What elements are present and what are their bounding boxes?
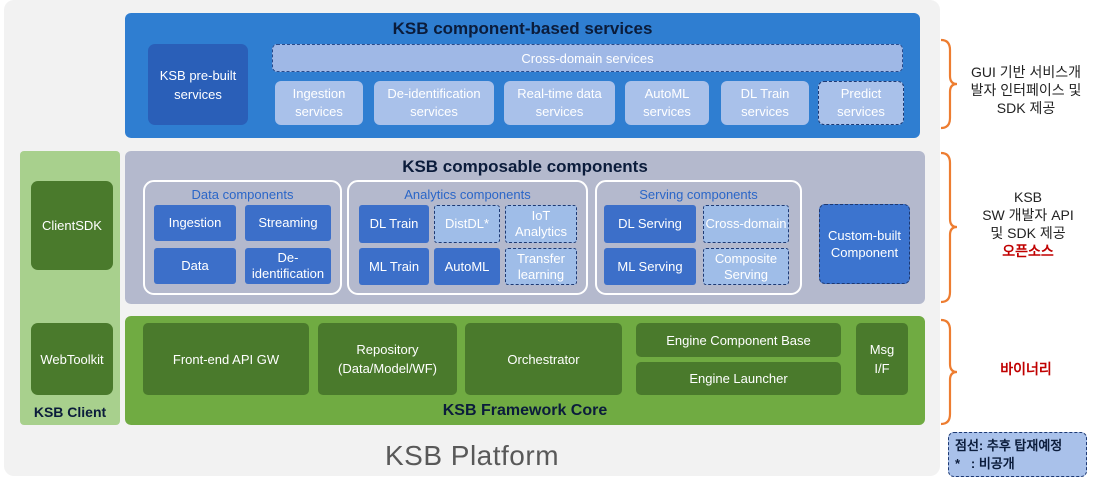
gui-sdk-note: GUI 기반 서비스개발자 인터페이스 및 SDK 제공: [970, 64, 1082, 116]
ml-serving-component: ML Serving: [604, 248, 696, 285]
composite-serving-component: Composite Serving: [703, 248, 789, 285]
framework-core-title: KSB Framework Core: [442, 402, 608, 419]
sw-note-line2: SW 개발자 API: [982, 207, 1074, 223]
components-brace-icon: [940, 151, 958, 304]
dl-train-component: DL Train: [359, 205, 429, 243]
serving-components-label: Serving components: [639, 186, 758, 202]
de-identification-component: De-identification: [245, 248, 331, 284]
streaming-component: Streaming: [245, 205, 331, 241]
repository-box: Repository (Data/Model/WF): [318, 323, 457, 395]
msg-if-box: Msg I/F: [856, 323, 908, 395]
data-components-group: [143, 180, 342, 295]
composable-title: KSB composable components: [402, 157, 648, 176]
sw-note-line1: KSB: [1013, 189, 1042, 205]
opensource-label: 오픈소스: [1002, 243, 1054, 259]
data-components-label: Data components: [191, 186, 294, 202]
binary-label: 바이너리: [1000, 361, 1052, 377]
legend-dashed-line: 점선: 추후 탑재예정: [955, 438, 1063, 453]
front-end-api-gw-box: Front-end API GW: [143, 323, 309, 395]
real-time-data-services-box: Real-time data services: [504, 81, 615, 125]
platform-title: KSB Platform: [384, 440, 560, 471]
prebuilt-services-box: KSB pre-built services: [148, 44, 248, 125]
data-component: Data: [154, 248, 236, 284]
cross-domain-component: Cross-domain: [703, 205, 789, 243]
ingestion-services-box: Ingestion services: [275, 81, 363, 125]
predict-services-box: Predict services: [818, 81, 904, 125]
dl-train-services-box: DL Train services: [721, 81, 809, 125]
ingestion-component: Ingestion: [154, 205, 236, 241]
services-title: KSB component-based services: [392, 19, 653, 38]
core-brace-icon: [940, 318, 958, 426]
custom-built-component: Custom-built Component: [819, 204, 910, 284]
binary-note: 바이너리: [966, 358, 1086, 380]
automl-component: AutoML: [434, 248, 500, 285]
iot-analytics-component: IoT Analytics: [505, 205, 577, 243]
client-title: KSB Client: [33, 404, 107, 420]
orchestrator-box: Orchestrator: [465, 323, 622, 395]
ml-train-component: ML Train: [359, 248, 429, 285]
de-identification-services-box: De-identification services: [374, 81, 494, 125]
automl-services-box: AutoML services: [625, 81, 709, 125]
analytics-components-group: [347, 180, 588, 295]
analytics-components-label: Analytics components: [404, 186, 531, 202]
distdl-component: DistDL*: [434, 205, 500, 243]
webtoolkit-box: WebToolkit: [31, 323, 113, 395]
clientsdk-box: ClientSDK: [31, 181, 113, 270]
services-brace-icon: [940, 38, 958, 130]
sw-note-line3: 및 SDK 제공: [990, 225, 1066, 241]
serving-components-group: [595, 180, 802, 295]
legend-asterisk-line: * : 비공개: [955, 456, 1015, 471]
engine-launcher-box: Engine Launcher: [636, 362, 841, 395]
dl-serving-component: DL Serving: [604, 205, 696, 243]
cross-domain-services-box: Cross-domain services: [272, 44, 903, 72]
transfer-learning-component: Transfer learning: [505, 248, 577, 285]
legend-box: 점선: 추후 탑재예정 * : 비공개: [948, 432, 1087, 477]
engine-component-base-box: Engine Component Base: [636, 323, 841, 357]
sw-developer-note: KSB SW 개발자 API 및 SDK 제공 오픈소스: [966, 188, 1090, 268]
